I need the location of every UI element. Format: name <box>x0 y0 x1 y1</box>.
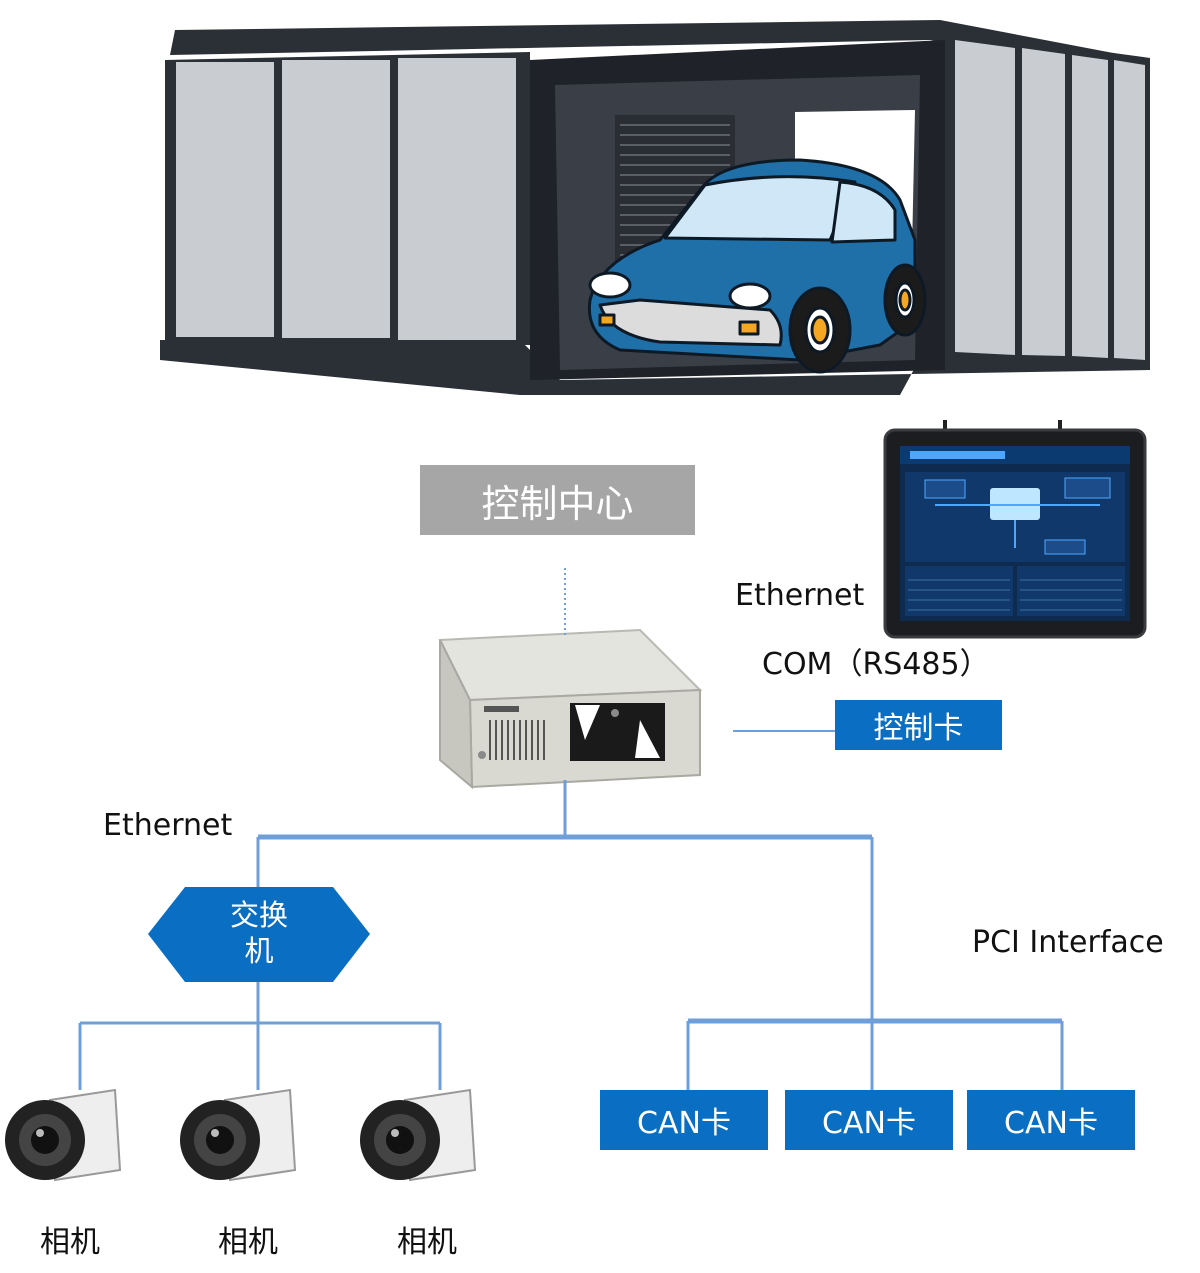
switch-label: 交换 机 <box>229 898 288 968</box>
control-card-box: 控制卡 <box>835 700 1002 750</box>
ethernet-top-label: Ethernet <box>735 578 865 613</box>
can-card-2-label: CAN卡 <box>822 1106 916 1141</box>
industrial-camera-1 <box>5 1088 122 1182</box>
camera-1-label: 相机 <box>40 1225 100 1260</box>
control-center-box: 控制中心 <box>420 465 695 535</box>
control-center-label: 控制中心 <box>481 481 634 526</box>
can-card-3-label: CAN卡 <box>1004 1106 1098 1141</box>
camera-2-label: 相机 <box>218 1225 278 1260</box>
industrial-camera-3 <box>360 1088 477 1182</box>
industrial-camera-2 <box>180 1088 297 1182</box>
can-card-1-label: CAN卡 <box>637 1106 731 1141</box>
camera-3-label: 相机 <box>397 1225 457 1260</box>
pci-interface-label: PCI Interface <box>972 925 1164 960</box>
control-card-label: 控制卡 <box>873 711 964 746</box>
can-card-1: CAN卡 <box>600 1090 768 1150</box>
can-card-2: CAN卡 <box>785 1090 953 1150</box>
com-rs485-label: COM（RS485） <box>762 647 990 682</box>
ethernet-left-label: Ethernet <box>103 808 233 843</box>
can-card-3: CAN卡 <box>967 1090 1135 1150</box>
